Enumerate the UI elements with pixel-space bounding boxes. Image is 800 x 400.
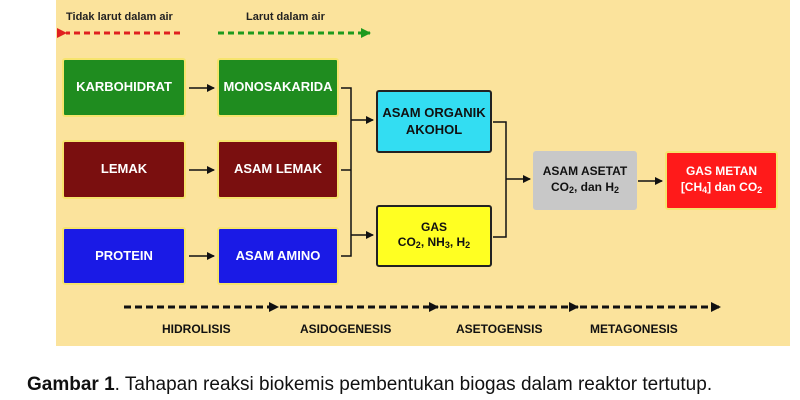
gas-box: GAS CO2, NH3, H2 [376,205,492,267]
acetic-acid-box: ASAM ASETAT CO2, dan H2 [533,151,637,210]
gas-formula: CO2, NH3, H2 [397,235,471,251]
gas-title: GAS [420,219,447,234]
protein-box: PROTEIN [62,227,186,285]
stage-methanogenesis: METAGONESIS [590,322,678,336]
monosaccharide-label: MONOSAKARIDA [223,79,333,95]
legend-insoluble-label: Tidak larut dalam air [66,11,173,23]
carbohydrate-box: KARBOHIDRAT [62,58,186,117]
caption-text: . Tahapan reaksi biokemis pembentukan bi… [114,374,713,395]
organic-acid-box: ASAM ORGANIK AKOHOL [376,90,492,153]
legend-soluble-label: Larut dalam air [246,11,325,23]
fat-box: LEMAK [62,140,186,199]
fat-label: LEMAK [100,161,148,177]
amino-acid-box: ASAM AMINO [217,227,339,285]
fatty-acid-label: ASAM LEMAK [233,161,323,177]
monosaccharide-box: MONOSAKARIDA [217,58,339,117]
acetic-acid-formula: CO2, dan H2 [550,179,620,195]
fatty-acid-box: ASAM LEMAK [217,140,339,199]
amino-acid-label: ASAM AMINO [235,247,321,263]
methane-box: GAS METAN [CH4] dan CO2 [665,151,778,210]
methane-title: GAS METAN [685,164,758,179]
caption-label: Gambar 1 [27,374,115,395]
organic-acid-line1: ASAM ORGANIK [382,104,486,120]
acetic-acid-title: ASAM ASETAT [542,164,628,179]
methane-formula: [CH4] dan CO2 [680,179,763,195]
organic-acid-line2: AKOHOL [405,121,463,137]
stage-hydrolysis: HIDROLISIS [162,322,231,336]
carbohydrate-label: KARBOHIDRAT [76,79,172,95]
figure-caption: Gambar 1. Tahapan reaksi biokemis pemben… [27,374,712,396]
stage-acidogenesis: ASIDOGENESIS [300,322,392,336]
stage-acetogenesis: ASETOGENSIS [456,322,543,336]
protein-label: PROTEIN [95,247,153,263]
